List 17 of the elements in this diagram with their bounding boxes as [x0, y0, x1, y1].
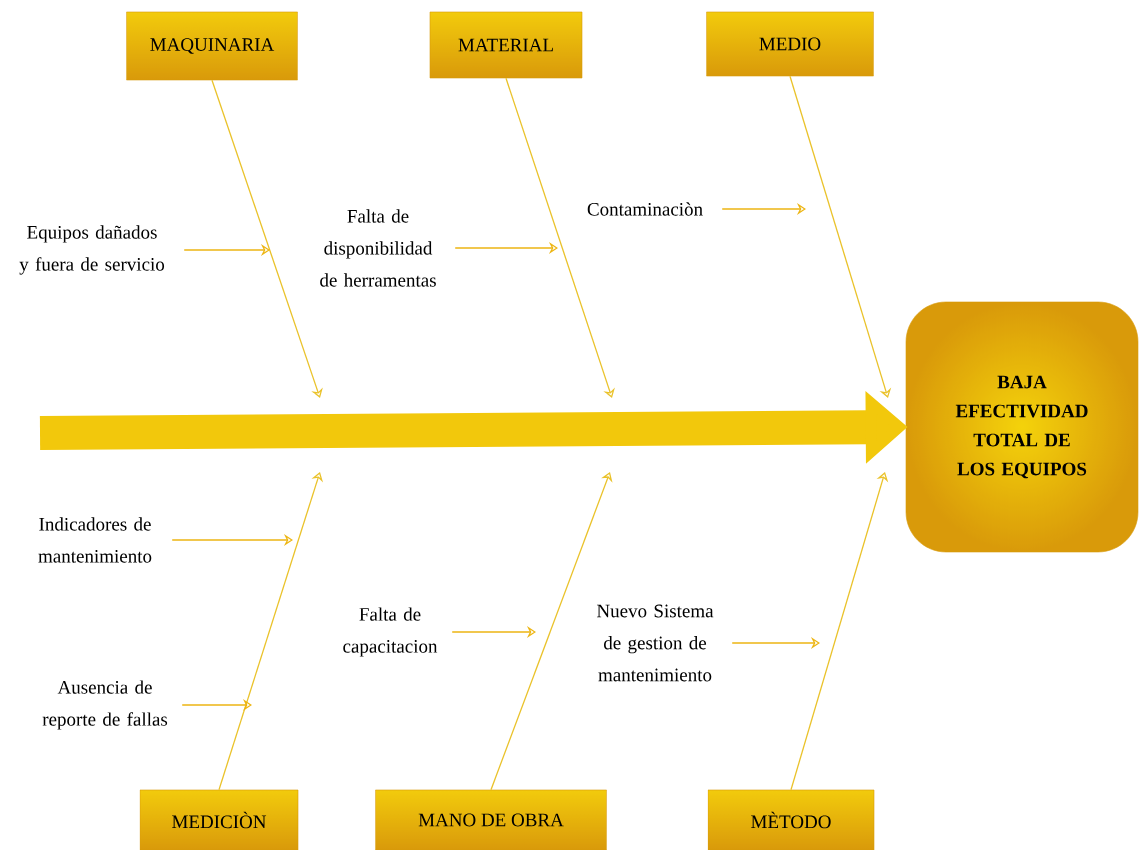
cause-label: Ausencia de reporte de fallas	[42, 680, 168, 730]
cause-label: Nuevo Sistema de gestion de mantenimiento	[597, 604, 714, 682]
cause-label: Falta de capacitacion	[343, 607, 438, 657]
effect-box: BAJA EFECTIVIDAD TOTAL DE LOS EQUIPOS	[905, 301, 1139, 553]
bone-arrow	[505, 77, 615, 398]
category-box: MEDIO	[706, 11, 874, 77]
category-box: MÈTODO	[707, 789, 875, 850]
category-box: MANO DE OBRA	[375, 789, 607, 850]
cause-label: Contaminaciòn	[587, 202, 703, 216]
bone-arrow	[211, 79, 323, 398]
cause-label: Falta de disponibilidad de herramentas	[320, 209, 436, 287]
category-box: MAQUINARIA	[126, 11, 298, 81]
category-box: MATERIAL	[429, 11, 583, 79]
bone-arrow	[789, 75, 892, 398]
cause-label: Indicadores de mantenimiento	[38, 517, 152, 563]
cause-label: Equipos dañados y fuera de servicio	[19, 225, 165, 275]
category-box: MEDICIÒN	[139, 789, 299, 850]
